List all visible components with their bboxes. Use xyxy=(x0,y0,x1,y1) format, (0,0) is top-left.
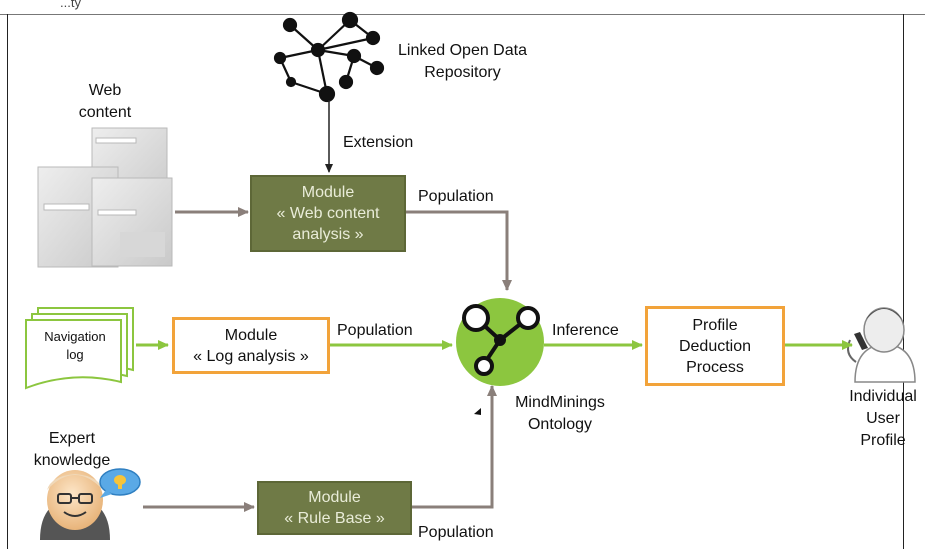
frame-right-line xyxy=(903,14,904,549)
expert-line1: Expert xyxy=(48,430,96,447)
navigation-log-line2: log xyxy=(66,347,84,362)
expert-avatar-icon xyxy=(40,468,141,540)
ontology-label-line2: Ontology xyxy=(527,416,593,433)
profile-deduction-box: Profile Deduction Process xyxy=(645,306,785,386)
frame-left-line xyxy=(7,14,8,549)
web-content-line2: content xyxy=(78,104,132,121)
inference-label: Inference xyxy=(552,322,619,339)
top-cut-label: ...ty xyxy=(60,0,81,10)
profile-box-line2: Deduction xyxy=(678,337,752,355)
web-content-label: Web content xyxy=(70,80,140,124)
population-log-label: Population xyxy=(337,322,413,339)
ontology-label: MindMinings Ontology xyxy=(505,392,615,436)
individual-line3: Profile xyxy=(860,432,906,449)
profile-box-line3: Process xyxy=(686,358,744,376)
module-web-line3: analysis » xyxy=(292,226,364,243)
web-population-arrow xyxy=(406,210,512,291)
individual-line1: Individual xyxy=(849,388,917,405)
population-rule-label: Population xyxy=(418,524,494,541)
lod-label-line1: Linked Open Data xyxy=(398,42,527,59)
web-pages-icon xyxy=(37,127,173,268)
module-rule-line1: Module xyxy=(308,489,361,506)
navigation-log-label: Navigation log xyxy=(30,328,120,364)
frame-top-line xyxy=(0,14,925,15)
rule-population-arrow xyxy=(412,385,497,509)
web-content-line1: Web xyxy=(88,82,122,99)
individual-line2: User xyxy=(866,410,900,427)
module-rule-base-box: Module « Rule Base » xyxy=(257,481,412,535)
expert-knowledge-label: Expert knowledge xyxy=(22,428,122,472)
module-log-line1: Module xyxy=(224,326,278,344)
linked-data-network-icon xyxy=(273,11,385,103)
module-web-content-box: Module « Web content analysis » xyxy=(250,175,406,252)
module-log-analysis-box: Module « Log analysis » xyxy=(172,317,330,374)
population-web-label: Population xyxy=(418,188,494,205)
user-profile-avatar-icon xyxy=(847,307,916,383)
module-web-line1: Module xyxy=(301,184,355,201)
module-rule-line2: « Rule Base » xyxy=(284,510,385,527)
navigation-log-icon xyxy=(25,307,134,390)
profile-box-line1: Profile xyxy=(692,316,738,334)
lod-label-line2: Repository xyxy=(424,64,501,81)
ontology-label-line1: MindMinings xyxy=(515,394,605,411)
small-triangle-mark xyxy=(474,408,481,415)
extension-label: Extension xyxy=(343,134,414,151)
navigation-log-line1: Navigation xyxy=(44,329,106,344)
lod-label: Linked Open Data Repository xyxy=(398,40,527,84)
module-web-line2: « Web content xyxy=(276,205,380,222)
ontology-icon xyxy=(456,298,544,386)
module-log-line2: « Log analysis » xyxy=(193,347,309,365)
expert-line2: knowledge xyxy=(33,452,111,469)
individual-user-profile-label: Individual User Profile xyxy=(838,386,925,452)
